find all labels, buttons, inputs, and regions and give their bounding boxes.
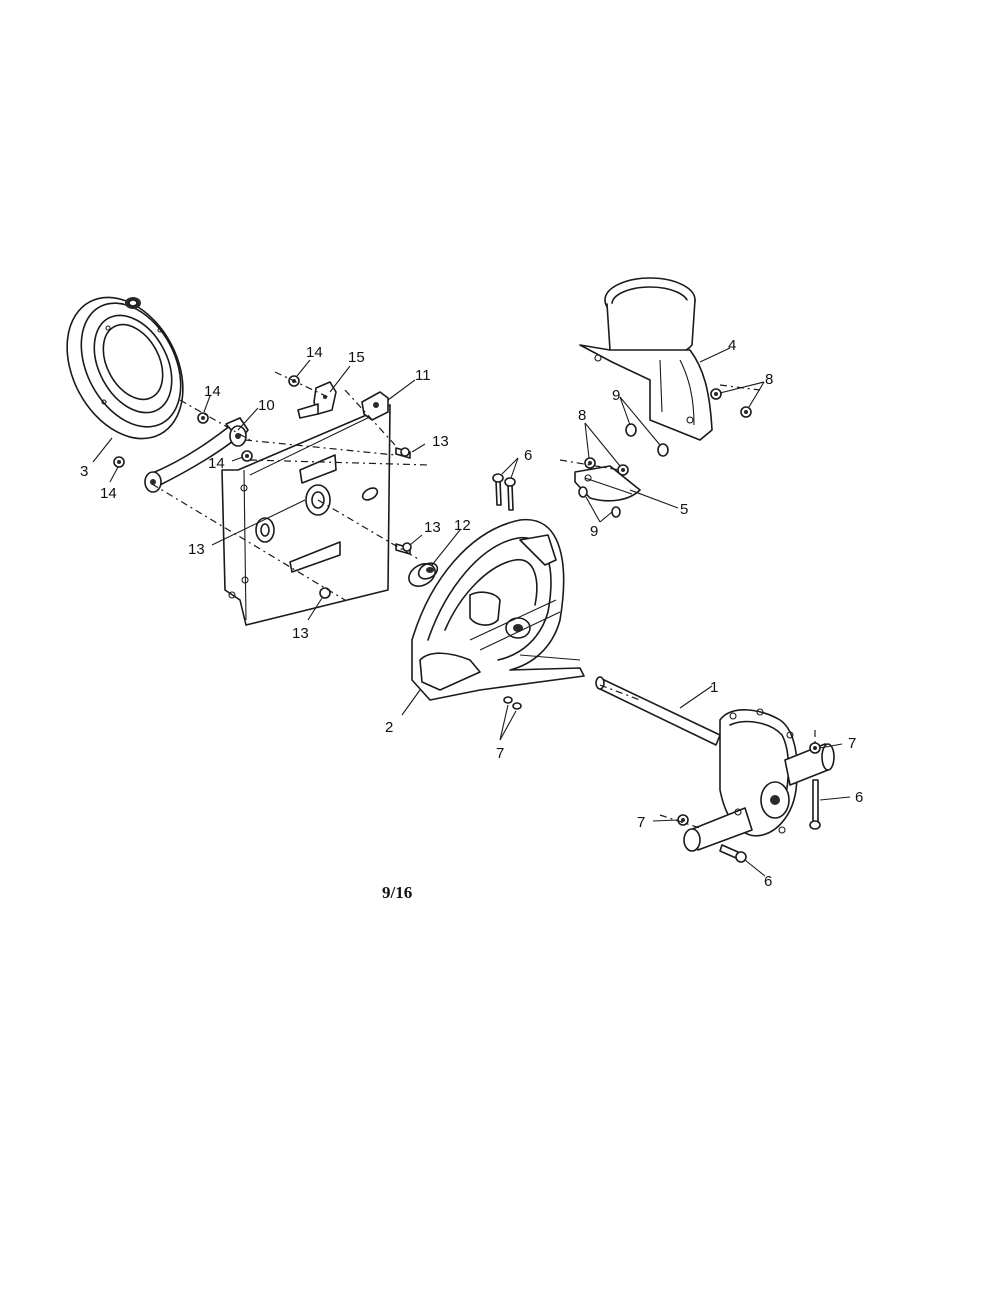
bearing: [408, 562, 439, 587]
bracket: [361, 391, 389, 421]
page-number: 9/16: [382, 883, 412, 902]
callout-13: 13: [292, 625, 309, 642]
callout-12: 12: [454, 517, 471, 534]
callout-14: 14: [204, 383, 221, 400]
callout-6: 6: [524, 447, 532, 464]
callout-13: 13: [424, 519, 441, 536]
callout-5: 5: [680, 501, 688, 518]
callout-6: 6: [764, 873, 772, 890]
callout-9: 9: [590, 523, 598, 540]
hardware: [113, 375, 821, 863]
discharge-chute: [579, 277, 713, 441]
callout-14: 14: [100, 485, 117, 502]
switch: [297, 381, 337, 419]
callouts: 3 14 14 10 14 14 15 11 13 13 12 13 13 6 …: [80, 337, 863, 890]
callout-3: 3: [80, 463, 88, 480]
callout-14: 14: [306, 344, 323, 361]
callout-8: 8: [765, 371, 773, 388]
leader-lines: [92, 347, 851, 877]
callout-7: 7: [496, 745, 504, 762]
auger-housing: [411, 518, 585, 701]
callout-10: 10: [258, 397, 275, 414]
chute-plate: [574, 465, 641, 502]
callout-8: 8: [578, 407, 586, 424]
callout-7: 7: [848, 735, 856, 752]
belt-guide: [144, 417, 249, 493]
centerlines: [151, 371, 816, 829]
auger-shaft: [595, 676, 721, 746]
callout-13: 13: [432, 433, 449, 450]
callout-6: 6: [855, 789, 863, 806]
bearing-plate: [221, 404, 391, 626]
callout-13: 13: [188, 541, 205, 558]
pulley: [66, 296, 184, 440]
callout-11: 11: [415, 367, 431, 384]
callout-2: 2: [385, 719, 393, 736]
callout-9: 9: [612, 387, 620, 404]
callout-14: 14: [208, 455, 225, 472]
callout-4: 4: [728, 337, 736, 354]
gearbox: [683, 708, 835, 852]
callout-15: 15: [348, 349, 365, 366]
callout-7: 7: [637, 814, 645, 831]
callout-1: 1: [710, 679, 718, 696]
